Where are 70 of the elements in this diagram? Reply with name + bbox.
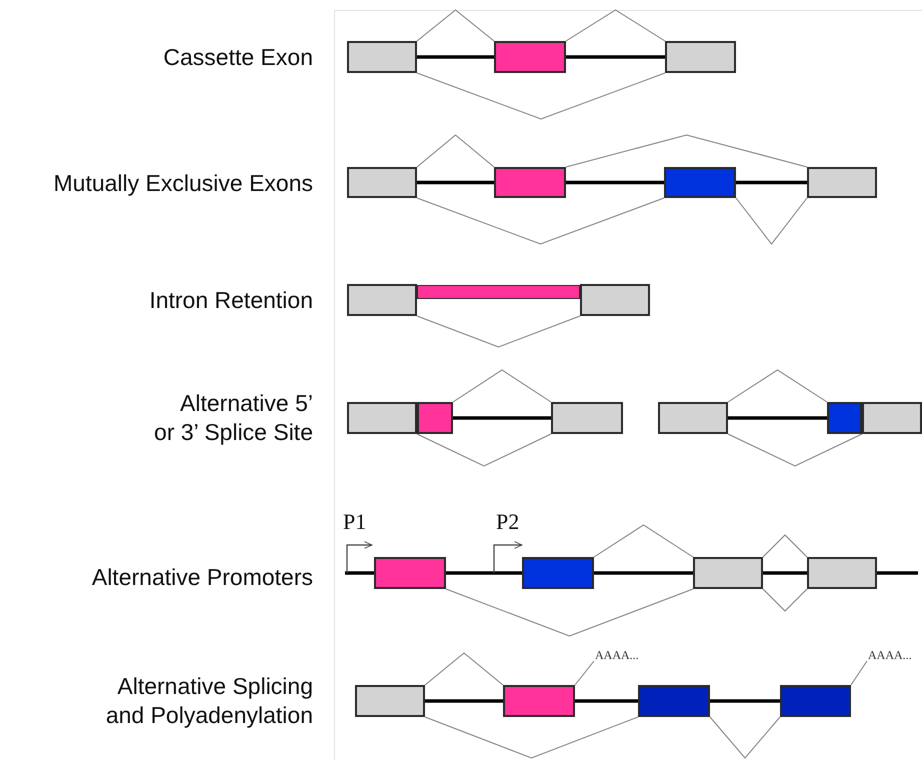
splice-line xyxy=(566,134,808,168)
row-label: Mutually Exclusive Exons xyxy=(54,169,313,198)
leader-line xyxy=(574,660,594,686)
splice-line xyxy=(424,652,504,686)
exon-box xyxy=(827,402,862,434)
intron-line xyxy=(453,416,551,420)
exon-box xyxy=(522,557,594,589)
intron-line xyxy=(728,416,827,420)
splice-line xyxy=(416,134,494,168)
row-label: Alternative 5’ or 3’ Splice Site xyxy=(154,389,313,447)
splice-line xyxy=(416,316,580,348)
intron-line xyxy=(345,571,374,575)
exon-box xyxy=(580,284,650,316)
intron-line xyxy=(594,571,693,575)
splice-line xyxy=(736,198,808,245)
retained-intron-bar xyxy=(417,285,580,299)
poly-a-tail-label: AAAA... xyxy=(868,648,922,662)
intron-line xyxy=(710,699,780,703)
splice-line xyxy=(728,369,828,402)
intron-line xyxy=(566,55,665,59)
exon-box xyxy=(347,167,417,198)
exon-box xyxy=(347,284,417,316)
splice-line xyxy=(762,534,808,558)
splice-line xyxy=(762,588,808,612)
splice-line xyxy=(416,434,552,467)
exon-box xyxy=(494,41,566,73)
exon-box xyxy=(665,41,736,73)
splice-line xyxy=(446,588,694,637)
row-label: Alternative Promoters xyxy=(92,563,313,592)
exon-box xyxy=(503,685,575,717)
splice-line xyxy=(416,72,666,120)
exon-box xyxy=(417,402,453,434)
exon-box xyxy=(862,402,922,434)
splice-line xyxy=(566,9,666,42)
intron-line xyxy=(763,571,807,575)
intron-line xyxy=(446,571,522,575)
splice-line xyxy=(728,434,862,467)
splice-line xyxy=(416,9,494,42)
exon-box xyxy=(780,685,851,717)
exon-box xyxy=(807,557,877,589)
splice-line xyxy=(710,716,780,759)
exon-box xyxy=(807,167,877,198)
splice-line xyxy=(416,198,664,245)
exon-box xyxy=(551,402,623,434)
exon-box xyxy=(658,402,728,434)
leader-line xyxy=(850,660,868,686)
row-label: Alternative Splicing and Polyadenylation xyxy=(106,672,313,730)
exon-box xyxy=(347,402,417,434)
exon-box xyxy=(638,685,710,717)
intron-line xyxy=(575,699,638,703)
exon-box xyxy=(355,685,425,717)
exon-box xyxy=(693,557,763,589)
intron-line xyxy=(566,180,664,184)
exon-box xyxy=(664,167,736,198)
row-label: Cassette Exon xyxy=(163,43,313,72)
splice-line xyxy=(594,524,694,558)
poly-a-tail-label: AAAA... xyxy=(595,648,651,662)
exon-box xyxy=(494,167,566,198)
exon-box xyxy=(374,557,446,589)
intron-line xyxy=(425,699,503,703)
row-label: Intron Retention xyxy=(149,286,313,315)
intron-line xyxy=(877,571,918,575)
promoter-label: P2 xyxy=(496,510,520,534)
promoter-label: P1 xyxy=(343,510,366,534)
intron-line xyxy=(417,180,494,184)
splice-line xyxy=(452,369,552,402)
intron-line xyxy=(736,180,807,184)
exon-box xyxy=(347,41,417,73)
intron-line xyxy=(417,55,494,59)
splice-line xyxy=(424,716,638,759)
